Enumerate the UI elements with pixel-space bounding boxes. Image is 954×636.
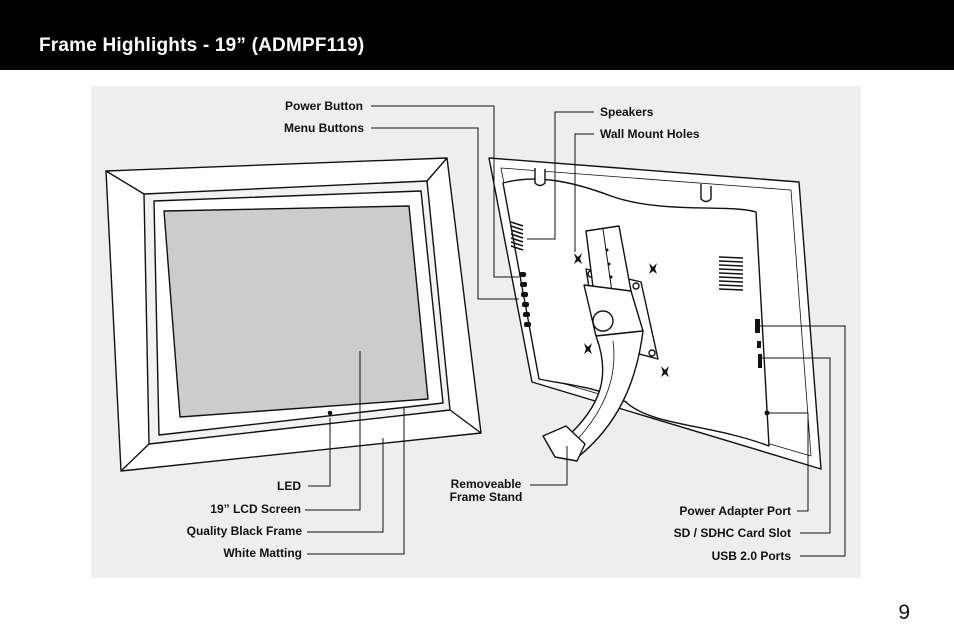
front-frame (105, 157, 482, 472)
label-lcd-screen: 19” LCD Screen (210, 502, 301, 516)
label-frame-stand-line2: Frame Stand (449, 490, 523, 504)
stand-foot (542, 425, 586, 462)
label-frame-stand-line1: Removeable (450, 477, 522, 491)
frame-diagram (105, 105, 846, 557)
wall-mount-holes (574, 253, 669, 377)
label-wall-mount-holes: Wall Mount Holes (600, 127, 700, 141)
label-menu-buttons: Menu Buttons (284, 121, 364, 135)
page-title: Frame Highlights - 19” (ADMPF119) (39, 35, 365, 56)
side-ports (755, 319, 770, 416)
label-frame-stand: Removeable Frame Stand (435, 478, 537, 504)
label-led: LED (277, 479, 301, 493)
header-bar: Frame Highlights - 19” (ADMPF119) (0, 0, 954, 70)
diagram-panel: Power Button Menu Buttons Speakers Wall … (91, 86, 861, 578)
lcd-screen-area (163, 205, 429, 418)
speaker-grille-right (718, 256, 744, 291)
label-power-button: Power Button (285, 99, 363, 113)
label-usb-ports: USB 2.0 Ports (711, 549, 791, 563)
back-frame (488, 157, 822, 470)
label-sd-card-slot: SD / SDHC Card Slot (673, 526, 791, 540)
label-speakers: Speakers (600, 105, 654, 119)
label-black-frame: Quality Black Frame (186, 524, 302, 538)
menu-buttons-strip (519, 272, 531, 327)
page-number: 9 (898, 601, 910, 624)
speaker-grille-left (510, 221, 524, 251)
leader-lines (305, 105, 846, 557)
label-power-adapter-port: Power Adapter Port (679, 504, 791, 518)
label-white-matting: White Matting (223, 546, 302, 560)
led-dot (327, 410, 333, 416)
